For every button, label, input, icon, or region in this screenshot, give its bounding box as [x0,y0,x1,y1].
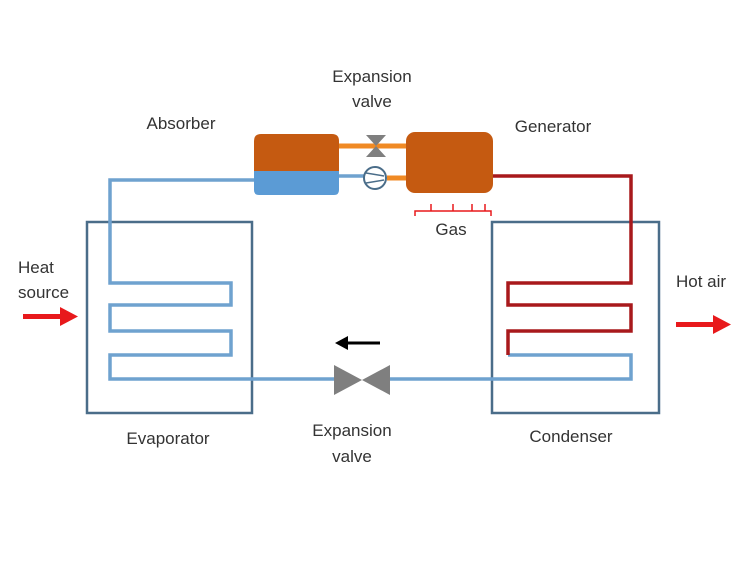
bottom-expansion-valve-icon-right [362,365,390,395]
generator-tank [406,132,493,193]
pump-icon-stroke-2 [365,179,385,184]
pump-icon [363,166,387,190]
hot-refrigerant-pipe [493,174,633,355]
cold-refrigerant-pipe [108,178,633,381]
top-expansion-valve-icon [366,135,386,157]
gas-burner-icon [414,204,492,216]
heat-source-arrow-icon [60,307,78,326]
heat-source-label-line1: Heat [18,258,54,277]
absorber-liquid [254,171,339,195]
absorber-tank-top [254,134,339,171]
evaporator-box [85,220,254,415]
heat-source-label-line2: source [18,283,69,302]
expansion-valve-top-label-line1: Expansion [332,67,411,86]
expansion-valve-top-label-line2: valve [352,92,392,111]
hot-air-arrow-icon [713,315,731,334]
hot-air-label: Hot air [676,272,726,291]
evaporator-label: Evaporator [126,429,209,448]
flow-arrow-icon [335,336,348,350]
condenser-label: Condenser [529,427,613,446]
hot-air-arrow-shaft [676,322,716,327]
expansion-valve-bottom-label-line2: valve [332,447,372,466]
expansion-valve-bottom-label-line1: Expansion [312,421,391,440]
condenser-box [490,220,661,415]
generator-label: Generator [515,117,592,136]
gas-label: Gas [435,220,466,239]
bottom-expansion-valve-icon [334,365,362,395]
pump-icon-stroke-1 [365,172,385,177]
heat-source-arrow-shaft [23,314,63,319]
absorber-label: Absorber [147,114,216,133]
